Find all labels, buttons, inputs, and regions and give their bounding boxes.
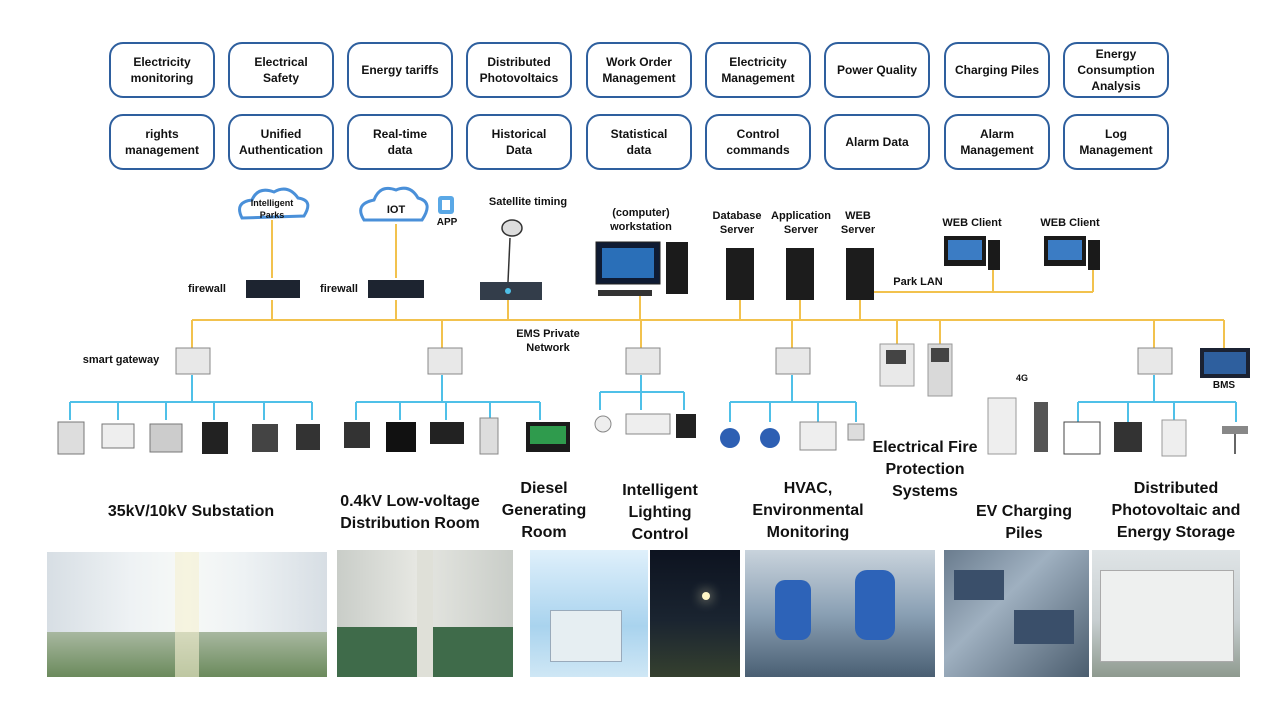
module-electrical-safety: Electrical Safety — [228, 42, 334, 98]
fourg-label: 4G — [1015, 373, 1028, 383]
app-label: APP — [436, 217, 458, 228]
intelligent-parks-cloud-icon — [238, 187, 310, 220]
smart-gateway-icon — [175, 347, 1173, 375]
section-title-hvac: HVAC, Environmental Monitoring — [752, 480, 864, 541]
firewall-label: firewall — [320, 283, 358, 295]
web-client-monitor-icon — [944, 236, 1100, 270]
section-title-diesel: Diesel Generating Room — [501, 480, 587, 541]
lighting-photo — [650, 550, 740, 677]
bms-panel-icon — [1200, 348, 1250, 378]
section-title-fire: Electrical Fire Protection Systems — [872, 439, 978, 500]
module-control-commands: Control commands — [705, 114, 811, 170]
workstation-icon — [595, 241, 688, 296]
module-alarm-data: Alarm Data — [824, 114, 930, 170]
ev-charging-photo — [944, 550, 1089, 677]
module-power-quality: Power Quality — [824, 42, 930, 98]
web-server-label: WEB Server — [840, 210, 876, 236]
module-distributed-photovoltaics: Distributed Photovoltaics — [466, 42, 572, 98]
module-energy-consumption-analysis: Energy Consumption Analysis — [1063, 42, 1169, 98]
workstation-label: (computer) workstation — [610, 207, 672, 233]
database-server-label: Database Server — [712, 210, 762, 236]
module-charging-piles: Charging Piles — [944, 42, 1050, 98]
module-real-time-data: Real-time data — [347, 114, 453, 170]
module-alarm-management: Alarm Management — [944, 114, 1050, 170]
module-electricity-management: Electricity Management — [705, 42, 811, 98]
iot-cloud-icon — [359, 186, 429, 222]
firewall-label: firewall — [188, 283, 226, 295]
section-title-substation: 35kV/10kV Substation — [107, 503, 275, 520]
module-rights-management: rights management — [109, 114, 215, 170]
intelligent-parks-label: Intelligent Parks — [250, 198, 294, 220]
satellite-timing-label: Satellite timing — [488, 196, 568, 208]
section-title-pv: Distributed Photovoltaic and Energy Stor… — [1111, 480, 1241, 541]
module-historical-data: Historical Data — [466, 114, 572, 170]
hvac-photo — [745, 550, 935, 677]
park-lan-label: Park LAN — [893, 276, 943, 288]
application-server-label: Application Server — [771, 210, 831, 236]
diesel-room-photo — [530, 550, 648, 677]
ems-network-label: EMS Private Network — [516, 328, 580, 354]
fire-cabinet-icon — [879, 343, 953, 397]
section-title-lighting: Intelligent Lighting Control — [622, 482, 698, 543]
field-bus-lines — [69, 375, 1237, 422]
section-title-ev: EV Charging Piles — [975, 503, 1072, 542]
firewall-device-icon — [246, 280, 542, 300]
web-client-label: WEB Client — [942, 217, 1002, 229]
module-unified-authentication: Unified Authentication — [228, 114, 334, 170]
web-client-label: WEB Client — [1040, 217, 1100, 229]
module-electricity-monitoring: Electricity monitoring — [109, 42, 215, 98]
module-statistical-data: Statistical data — [586, 114, 692, 170]
section-title-lowvoltage: 0.4kV Low-voltage Distribution Room — [340, 493, 480, 532]
smart-gateway-label: smart gateway — [82, 354, 160, 366]
pv-storage-photo — [1092, 550, 1240, 677]
module-energy-tariffs: Energy tariffs — [347, 42, 453, 98]
satellite-dish-icon — [501, 219, 523, 283]
server-tower-icon — [726, 248, 874, 300]
bms-label: BMS — [1212, 380, 1236, 391]
field-meter-icons — [57, 397, 1248, 457]
module-work-order-management: Work Order Management — [586, 42, 692, 98]
iot-label: IOT — [386, 204, 406, 216]
lowvoltage-room-photo — [337, 550, 513, 677]
app-icon — [438, 196, 454, 214]
module-log-management: Log Management — [1063, 114, 1169, 170]
ems-network-lines — [191, 220, 1225, 350]
substation-photo — [47, 552, 327, 677]
